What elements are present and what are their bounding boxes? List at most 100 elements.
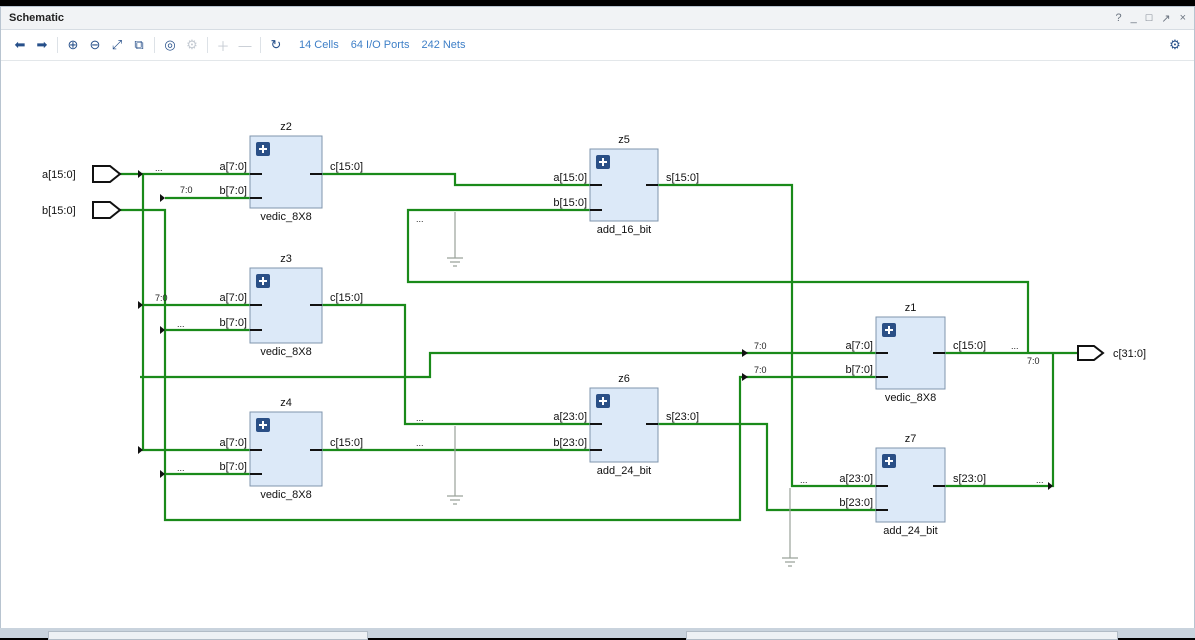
cell-type-label: vedic_8X8 <box>260 346 311 358</box>
zoom-out-icon[interactable]: ⊖ <box>89 37 101 52</box>
settings-gear-icon[interactable]: ⚙ <box>1169 37 1181 52</box>
schematic-canvas[interactable]: 7:0 7:0 7:0 7:0 7:0 ... ... ... ... ... … <box>0 53 1195 623</box>
bus-ripper-marks <box>138 170 1053 490</box>
toolbar-divider <box>154 37 155 53</box>
refresh-icon[interactable]: ↻ <box>270 37 282 52</box>
toolbar-divider <box>207 37 208 53</box>
route-icon[interactable]: ◎ <box>164 37 176 52</box>
ellipsis-label: ... <box>155 163 163 173</box>
net-z5-s <box>658 183 876 488</box>
cell-type-label: add_24_bit <box>597 465 651 477</box>
cell-type-label: vedic_8X8 <box>885 392 936 404</box>
window-title: Schematic <box>9 12 65 24</box>
instance-name: z3 <box>280 253 292 265</box>
range-label: 7:0 <box>155 293 168 303</box>
cell-z1[interactable]: z1 a[7:0] b[7:0] c[15:0] vedic_8X8 <box>845 302 986 404</box>
cell-type-label: vedic_8X8 <box>260 489 311 501</box>
port-label: b[15:0] <box>42 205 76 217</box>
ports-count-link[interactable]: 64 I/O Ports <box>350 39 410 51</box>
port-label: a[15:0] <box>42 169 76 181</box>
expand-icon[interactable]: ⚙ <box>186 37 198 52</box>
expand-plus-icon[interactable] <box>882 323 896 337</box>
pin-label: b[23:0] <box>839 497 873 509</box>
range-label: 7:0 <box>1027 356 1040 366</box>
range-label: 7:0 <box>180 185 193 195</box>
cell-type-label: add_16_bit <box>597 224 651 236</box>
help-icon[interactable]: ? <box>1115 11 1122 24</box>
ground-nets <box>447 212 798 567</box>
pin-label: c[15:0] <box>330 437 363 449</box>
pin-label: c[15:0] <box>330 292 363 304</box>
toolbar-divider <box>260 37 261 53</box>
schematic-window: Schematic ? _ □ ↗ × ⬅ ➡ ⊕ ⊖ ⤢ ⧉ ◎ ⚙ ＋ — … <box>0 6 1195 632</box>
ellipsis-label: ... <box>1036 475 1044 485</box>
pin-label: a[15:0] <box>553 172 587 184</box>
expand-plus-icon[interactable] <box>256 142 270 156</box>
expand-plus-icon[interactable] <box>256 274 270 288</box>
cell-z6[interactable]: z6 a[23:0] b[23:0] s[23:0] add_24_bit <box>553 373 699 477</box>
bottom-panel <box>0 628 1195 640</box>
nets-count-link[interactable]: 242 Nets <box>421 39 466 51</box>
close-icon[interactable]: × <box>1179 11 1186 24</box>
instance-name: z4 <box>280 397 292 409</box>
port-label: c[31:0] <box>1113 348 1146 360</box>
forward-icon[interactable]: ➡ <box>36 37 48 52</box>
ellipsis-label: ... <box>416 438 424 448</box>
range-label: 7:0 <box>754 341 767 351</box>
minimize-icon[interactable]: _ <box>1130 11 1137 24</box>
input-port-a[interactable]: a[15:0] <box>42 165 122 183</box>
range-labels: 7:0 7:0 7:0 7:0 7:0 ... ... ... ... ... … <box>155 163 1044 485</box>
net-z6-s <box>658 422 876 512</box>
expand-plus-icon[interactable] <box>256 418 270 432</box>
instance-name: z2 <box>280 121 292 133</box>
float-icon[interactable]: ↗ <box>1161 12 1171 25</box>
zoom-fit-icon[interactable]: ⤢ <box>111 37 123 52</box>
pin-label: a[23:0] <box>553 411 587 423</box>
fit-selection-icon[interactable]: ⧉ <box>134 37 144 52</box>
cell-z7[interactable]: z7a[23:0]b[23:0]s[23:0]add_24_bit <box>839 433 986 537</box>
pin-label: s[15:0] <box>666 172 699 184</box>
expand-plus-icon[interactable] <box>596 155 610 169</box>
cell-z5[interactable]: z5 a[15:0] b[15:0] s[15:0] add_16_bit <box>553 134 699 236</box>
ellipsis-label: ... <box>416 413 424 423</box>
pin-label: a[7:0] <box>845 340 873 352</box>
ellipsis-label: ... <box>416 214 424 224</box>
instance-name: z1 <box>905 302 917 314</box>
net-z2-c <box>322 172 590 187</box>
instance-name: z6 <box>618 373 630 385</box>
cell-z3[interactable]: z3a[7:0]b[7:0]c[15:0]vedic_8X8 <box>219 253 363 358</box>
cells-count-link[interactable]: 14 Cells <box>299 39 339 51</box>
pin-label: a[7:0] <box>219 292 247 304</box>
minus-icon[interactable]: — <box>238 37 252 53</box>
net-b-bus <box>120 196 876 522</box>
cell-instances: z2a[7:0]b[7:0]c[15:0]vedic_8X8z3a[7:0]b[… <box>219 121 986 537</box>
net-feedback <box>406 208 1030 353</box>
expand-plus-icon[interactable] <box>596 394 610 408</box>
net-z7-s <box>945 353 1055 488</box>
bottom-tab[interactable] <box>686 631 1118 640</box>
restore-icon[interactable]: □ <box>1145 11 1153 24</box>
range-label: 7:0 <box>754 365 767 375</box>
instance-name: z5 <box>618 134 630 146</box>
input-port-b[interactable]: b[15:0] <box>42 201 122 219</box>
pin-label: b[7:0] <box>845 364 873 376</box>
toolbar: ⬅ ➡ ⊕ ⊖ ⤢ ⧉ ◎ ⚙ ＋ — ↻ 14 Cells 64 I/O Po… <box>1 30 1194 61</box>
pin-label: b[15:0] <box>553 197 587 209</box>
pin-label: c[15:0] <box>953 340 986 352</box>
plus-icon[interactable]: ＋ <box>216 38 230 54</box>
bottom-tab[interactable] <box>48 631 368 640</box>
pin-label: s[23:0] <box>666 411 699 423</box>
cell-z2[interactable]: z2a[7:0]b[7:0]c[15:0]vedic_8X8 <box>219 121 363 223</box>
zoom-in-icon[interactable]: ⊕ <box>67 37 79 52</box>
expand-plus-icon[interactable] <box>882 454 896 468</box>
pin-label: b[23:0] <box>553 437 587 449</box>
back-icon[interactable]: ⬅ <box>14 37 26 52</box>
pin-label: s[23:0] <box>953 473 986 485</box>
cell-type-label: vedic_8X8 <box>260 211 311 223</box>
title-bar: Schematic ? _ □ ↗ × <box>1 7 1194 30</box>
net-z3-c <box>322 303 590 426</box>
net-a-bus <box>120 172 876 452</box>
instance-name: z7 <box>905 433 917 445</box>
output-port-c[interactable]: c[31:0] <box>1077 345 1146 361</box>
cell-z4[interactable]: z4a[7:0]b[7:0]c[15:0]vedic_8X8 <box>219 397 363 501</box>
